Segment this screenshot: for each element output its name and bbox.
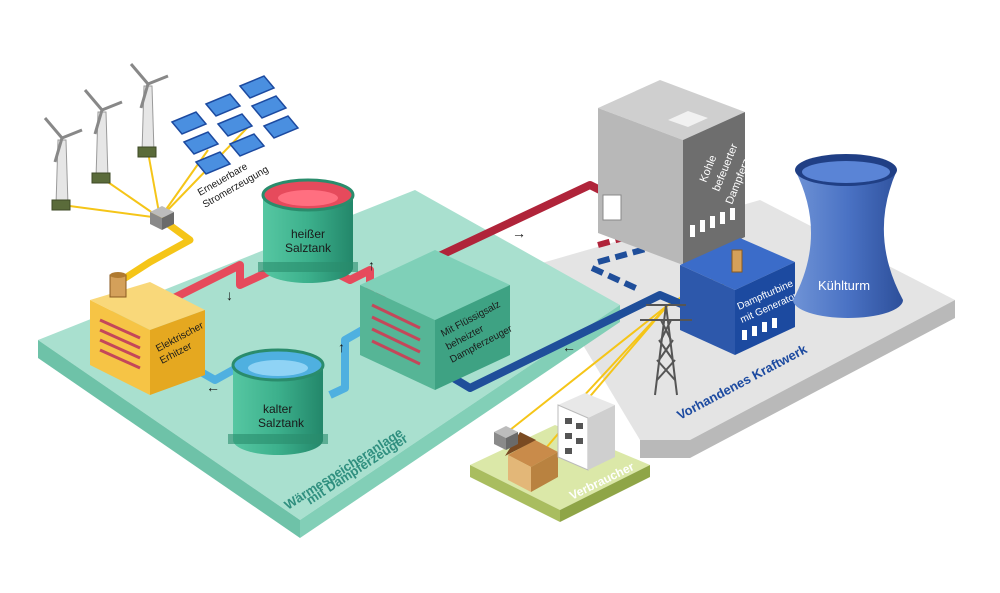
cooling-tower xyxy=(793,154,903,318)
power-cable-to-heater xyxy=(120,215,194,283)
hot-tank-label-line2: Salztank xyxy=(285,241,332,255)
transmission-tower xyxy=(640,304,692,396)
wind-turbines xyxy=(43,63,169,211)
cooling-tower-label: Kühlturm xyxy=(818,278,870,293)
hot-salt-tank xyxy=(258,178,358,283)
dashed-pipes xyxy=(590,225,661,293)
cold-salt-tank xyxy=(228,348,328,455)
svg-text:←: ← xyxy=(562,339,576,355)
hot-tank-label-line1: heißer xyxy=(291,227,325,241)
consumer-apartment xyxy=(557,393,615,471)
wind-turbine-2 xyxy=(83,89,123,184)
coal-steam-generator xyxy=(598,80,745,265)
wind-turbine-1 xyxy=(43,117,83,211)
cold-tank-label-line2: Salztank xyxy=(258,416,305,430)
svg-text:↓: ↓ xyxy=(226,287,233,303)
flow-arrows: ↓ ↑ ↑ ← → ← xyxy=(206,225,576,395)
junction-box xyxy=(150,206,174,230)
cold-tank-label-line1: kalter xyxy=(263,402,292,416)
salt-steam-generator xyxy=(360,250,510,390)
svg-text:↑: ↑ xyxy=(368,257,375,273)
svg-text:→: → xyxy=(512,225,526,241)
steam-turbine-generator xyxy=(680,238,795,355)
wind-turbine-3 xyxy=(129,63,169,158)
electrical-heater xyxy=(90,272,205,395)
svg-text:←: ← xyxy=(206,379,220,395)
consumer-junction-box xyxy=(494,426,518,450)
consumer-house xyxy=(505,432,558,492)
solar-panels xyxy=(170,75,300,175)
svg-text:↑: ↑ xyxy=(338,339,345,355)
